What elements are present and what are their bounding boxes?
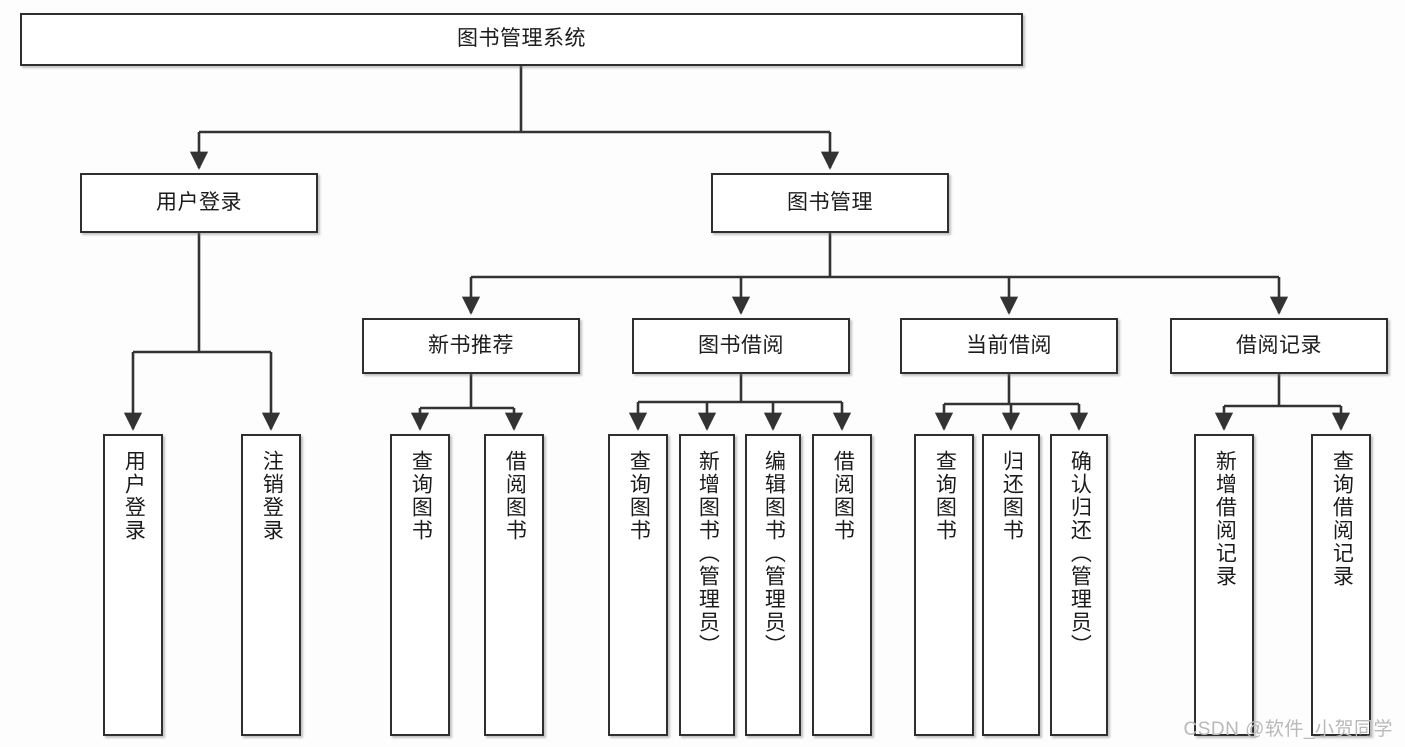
leaf-add-book-admin[interactable]: 新增图书（管理员）	[679, 434, 735, 736]
leaf-return-book-label: 归还图书	[1000, 450, 1024, 542]
leaf-add-borrow-record[interactable]: 新增借阅记录	[1194, 434, 1254, 736]
node-current-borrow[interactable]: 当前借阅	[900, 318, 1118, 374]
leaf-query-borrow-record[interactable]: 查询借阅记录	[1311, 434, 1371, 736]
node-book-management-label: 图书管理	[787, 190, 873, 214]
node-root[interactable]: 图书管理系统	[20, 13, 1023, 66]
node-root-label: 图书管理系统	[457, 27, 586, 51]
leaf-add-book-admin-label: 新增图书（管理员）	[696, 450, 720, 657]
leaf-query-book-recommend[interactable]: 查询图书	[390, 434, 450, 736]
leaf-query-book-borrow[interactable]: 查询图书	[608, 434, 668, 736]
watermark-text: CSDN @软件_小贺同学	[1183, 719, 1393, 740]
leaf-borrow-book-recommend[interactable]: 借阅图书	[484, 434, 544, 736]
leaf-logout-label: 注销登录	[260, 450, 284, 542]
leaf-add-borrow-record-label: 新增借阅记录	[1213, 450, 1237, 588]
node-new-book-recommend[interactable]: 新书推荐	[362, 318, 580, 374]
leaf-user-login[interactable]: 用户登录	[103, 434, 163, 736]
leaf-confirm-return-admin[interactable]: 确认归还（管理员）	[1050, 434, 1108, 736]
node-book-management[interactable]: 图书管理	[711, 173, 949, 233]
leaf-confirm-return-admin-label: 确认归还（管理员）	[1068, 450, 1092, 657]
node-borrow-record[interactable]: 借阅记录	[1170, 318, 1388, 374]
node-user-login-label: 用户登录	[156, 190, 242, 214]
leaf-borrow-book-recommend-label: 借阅图书	[503, 450, 527, 542]
leaf-query-book-recommend-label: 查询图书	[409, 450, 433, 542]
leaf-borrow-book-label: 借阅图书	[831, 450, 855, 542]
node-book-borrow-label: 图书借阅	[698, 333, 784, 357]
node-user-login[interactable]: 用户登录	[80, 173, 318, 233]
node-current-borrow-label: 当前借阅	[966, 333, 1052, 357]
leaf-query-borrow-record-label: 查询借阅记录	[1330, 450, 1354, 588]
node-borrow-record-label: 借阅记录	[1236, 333, 1322, 357]
leaf-edit-book-admin-label: 编辑图书（管理员）	[762, 450, 786, 657]
leaf-logout[interactable]: 注销登录	[241, 434, 301, 736]
leaf-borrow-book[interactable]: 借阅图书	[812, 434, 872, 736]
leaf-edit-book-admin[interactable]: 编辑图书（管理员）	[745, 434, 801, 736]
leaf-query-book-current[interactable]: 查询图书	[914, 434, 974, 736]
leaf-return-book[interactable]: 归还图书	[982, 434, 1040, 736]
leaf-query-book-borrow-label: 查询图书	[627, 450, 651, 542]
leaf-query-book-current-label: 查询图书	[933, 450, 957, 542]
leaf-user-login-label: 用户登录	[122, 450, 146, 542]
node-book-borrow[interactable]: 图书借阅	[632, 318, 850, 374]
node-new-book-recommend-label: 新书推荐	[428, 333, 514, 357]
